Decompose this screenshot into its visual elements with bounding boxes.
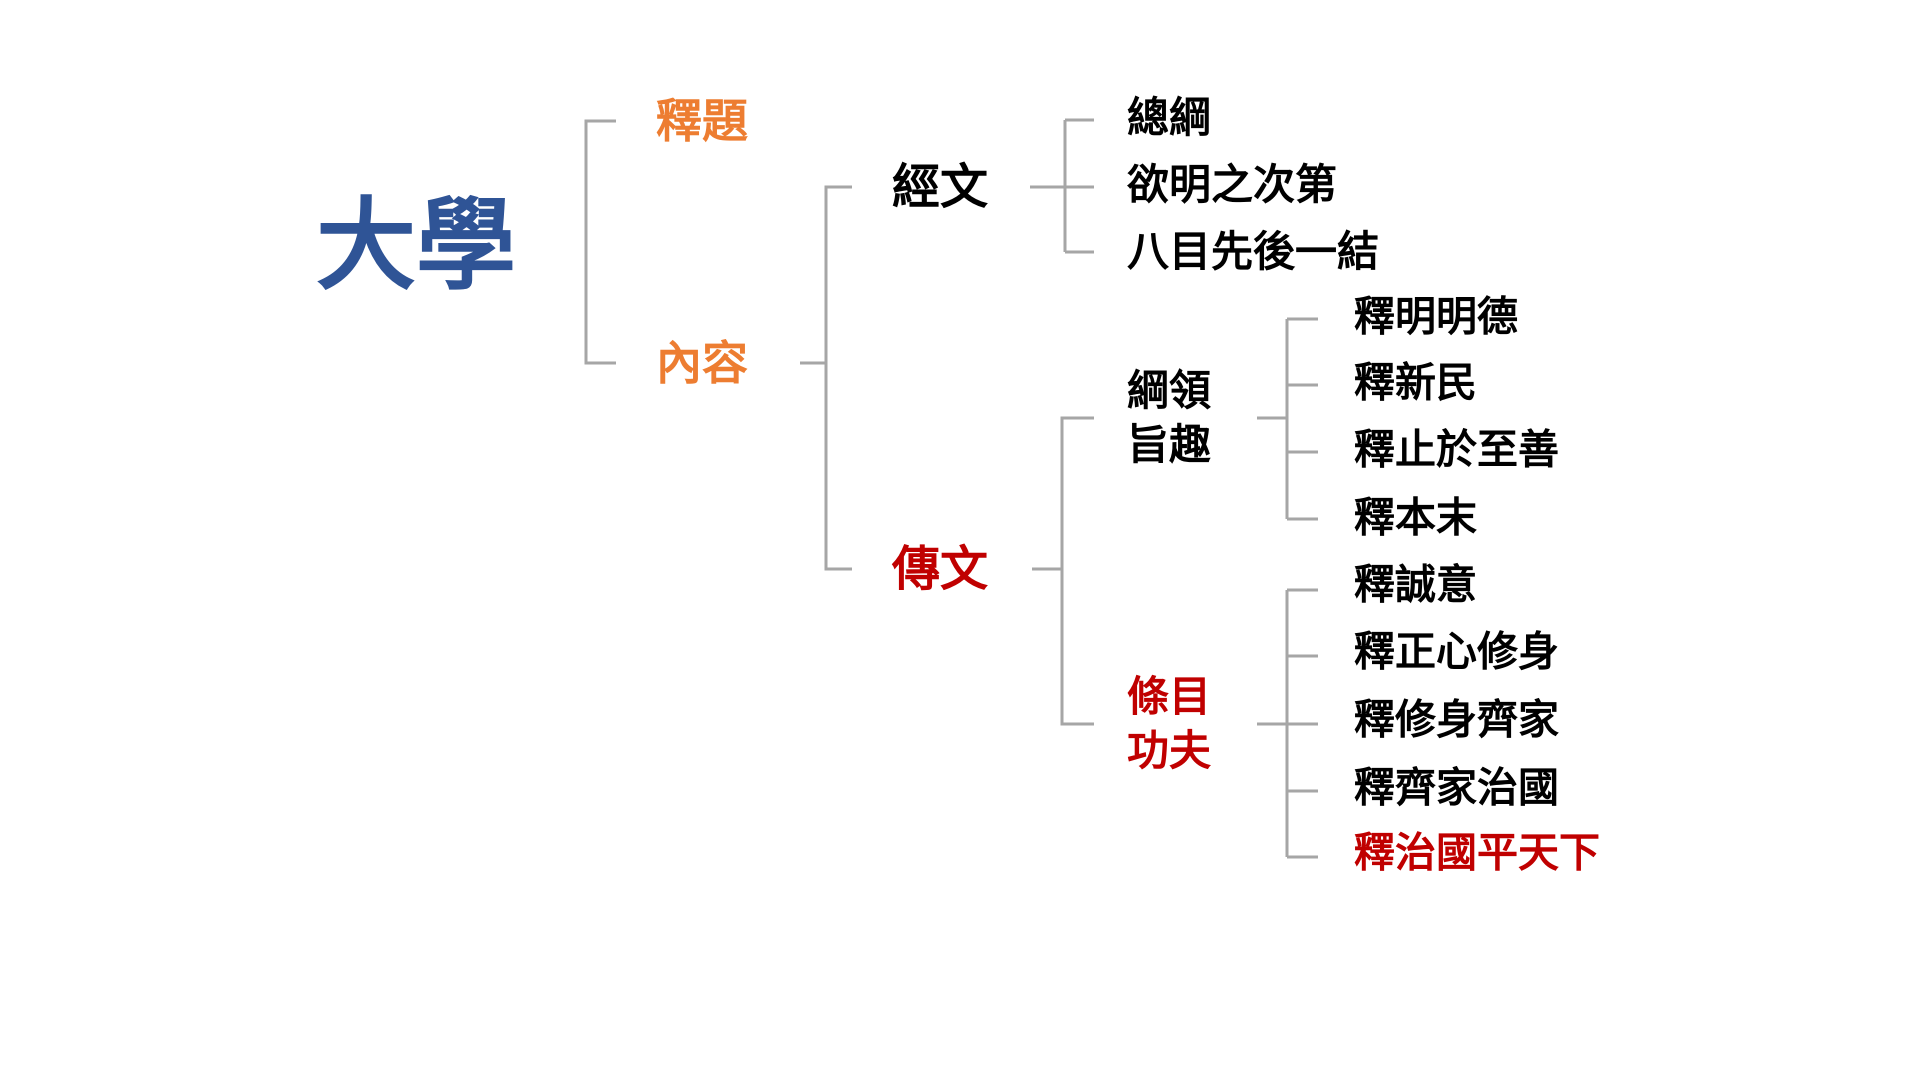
node-gangling-item-2: 釋新民 xyxy=(1354,358,1477,407)
root-node: 大學 xyxy=(316,186,516,304)
node-jingwen: 經文 xyxy=(892,159,989,215)
node-tiaomu-item-5: 釋治國平天下 xyxy=(1354,828,1600,877)
node-tiaomu-line2: 功夫 xyxy=(1127,726,1212,775)
connector-zhuanwen xyxy=(1032,416,1094,726)
node-gangling-line2: 旨趣 xyxy=(1127,420,1212,469)
connector-root xyxy=(584,119,616,365)
node-gangling: 綱領 旨趣 xyxy=(1127,370,1211,466)
connector-gangling xyxy=(1257,317,1318,521)
node-gangling-item-4: 釋本末 xyxy=(1354,493,1477,542)
node-tiaomu-item-3: 釋修身齊家 xyxy=(1354,695,1559,744)
node-gangling-item-1: 釋明明德 xyxy=(1354,292,1518,341)
node-gangling-line1: 綱領 xyxy=(1127,366,1212,415)
node-gangling-item-3: 釋止於至善 xyxy=(1354,425,1559,474)
node-tiaomu-item-2: 釋正心修身 xyxy=(1354,627,1559,676)
node-tiaomu-item-4: 釋齊家治國 xyxy=(1354,763,1559,812)
node-jingwen-item-3: 八目先後一結 xyxy=(1127,227,1380,276)
node-shiti: 釋題 xyxy=(656,94,748,148)
connector-tiaomu xyxy=(1257,588,1318,859)
node-tiaomu: 條目 功夫 xyxy=(1127,676,1211,772)
node-tiaomu-item-1: 釋誠意 xyxy=(1354,560,1477,609)
node-neirong: 內容 xyxy=(656,336,748,390)
connector-neirong xyxy=(800,185,852,571)
node-zhuanwen: 傳文 xyxy=(892,541,989,597)
connector-jingwen xyxy=(1030,118,1094,254)
node-jingwen-item-2: 欲明之次第 xyxy=(1127,160,1338,209)
node-jingwen-item-1: 總綱 xyxy=(1127,93,1212,142)
node-tiaomu-line1: 條目 xyxy=(1127,672,1212,721)
